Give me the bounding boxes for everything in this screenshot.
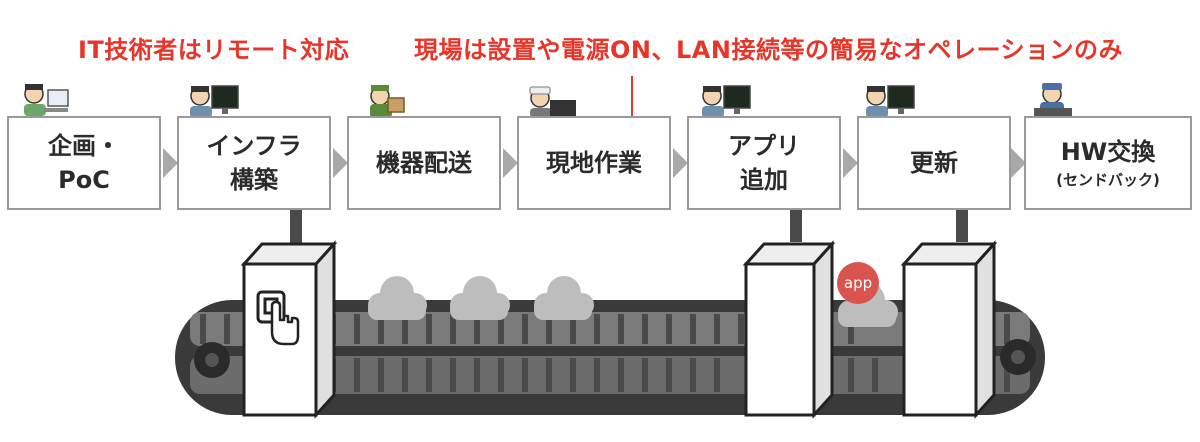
person-laptop-icon [24, 84, 68, 116]
stage-label-line1: 企画・ [48, 129, 120, 163]
stage-equipment-delivery: 機器配送 [347, 116, 501, 210]
flow-arrow [503, 148, 518, 178]
cloud-icon [368, 276, 427, 320]
cloud-icon [450, 276, 510, 320]
gate-2 [746, 210, 832, 415]
stage-planning-poc: 企画・ PoC [7, 116, 161, 210]
mechanic-icon [1034, 83, 1072, 116]
flow-arrow [333, 148, 348, 178]
stage-update: 更新 [857, 116, 1011, 210]
engineer-monitor-icon [702, 86, 750, 118]
stage-label-line2: 追加 [740, 163, 788, 197]
flow-arrow [163, 148, 178, 178]
stage-label-line1: 現地作業 [546, 146, 642, 180]
gate-3 [904, 210, 994, 415]
stage-label-line1: 機器配送 [376, 146, 472, 180]
stage-label-line1: インフラ [206, 129, 301, 163]
stage-sublabel: (センドバック) [1056, 169, 1160, 191]
delivery-person-icon [370, 85, 404, 118]
stage-label-line2: PoC [58, 163, 110, 197]
stage-label-line1: 更新 [910, 146, 958, 180]
stage-hw-replacement: HW交換 (センドバック) [1024, 116, 1192, 210]
flow-arrow [673, 148, 688, 178]
field-worker-icon [530, 87, 576, 118]
cloud-icon [534, 276, 594, 320]
app-badge-label: app [837, 272, 879, 294]
flow-arrow [843, 148, 858, 178]
stage-app-add: アプリ 追加 [687, 116, 841, 210]
engineer-monitor-icon [190, 86, 238, 118]
stage-label-line1: アプリ [728, 129, 800, 163]
stage-infrastructure: インフラ 構築 [177, 116, 331, 210]
stage-onsite-work: 現地作業 [517, 116, 671, 210]
stage-label-line1: HW交換 [1061, 135, 1156, 169]
engineer-monitor-icon [866, 86, 914, 118]
stage-label-line2: 構築 [230, 163, 278, 197]
